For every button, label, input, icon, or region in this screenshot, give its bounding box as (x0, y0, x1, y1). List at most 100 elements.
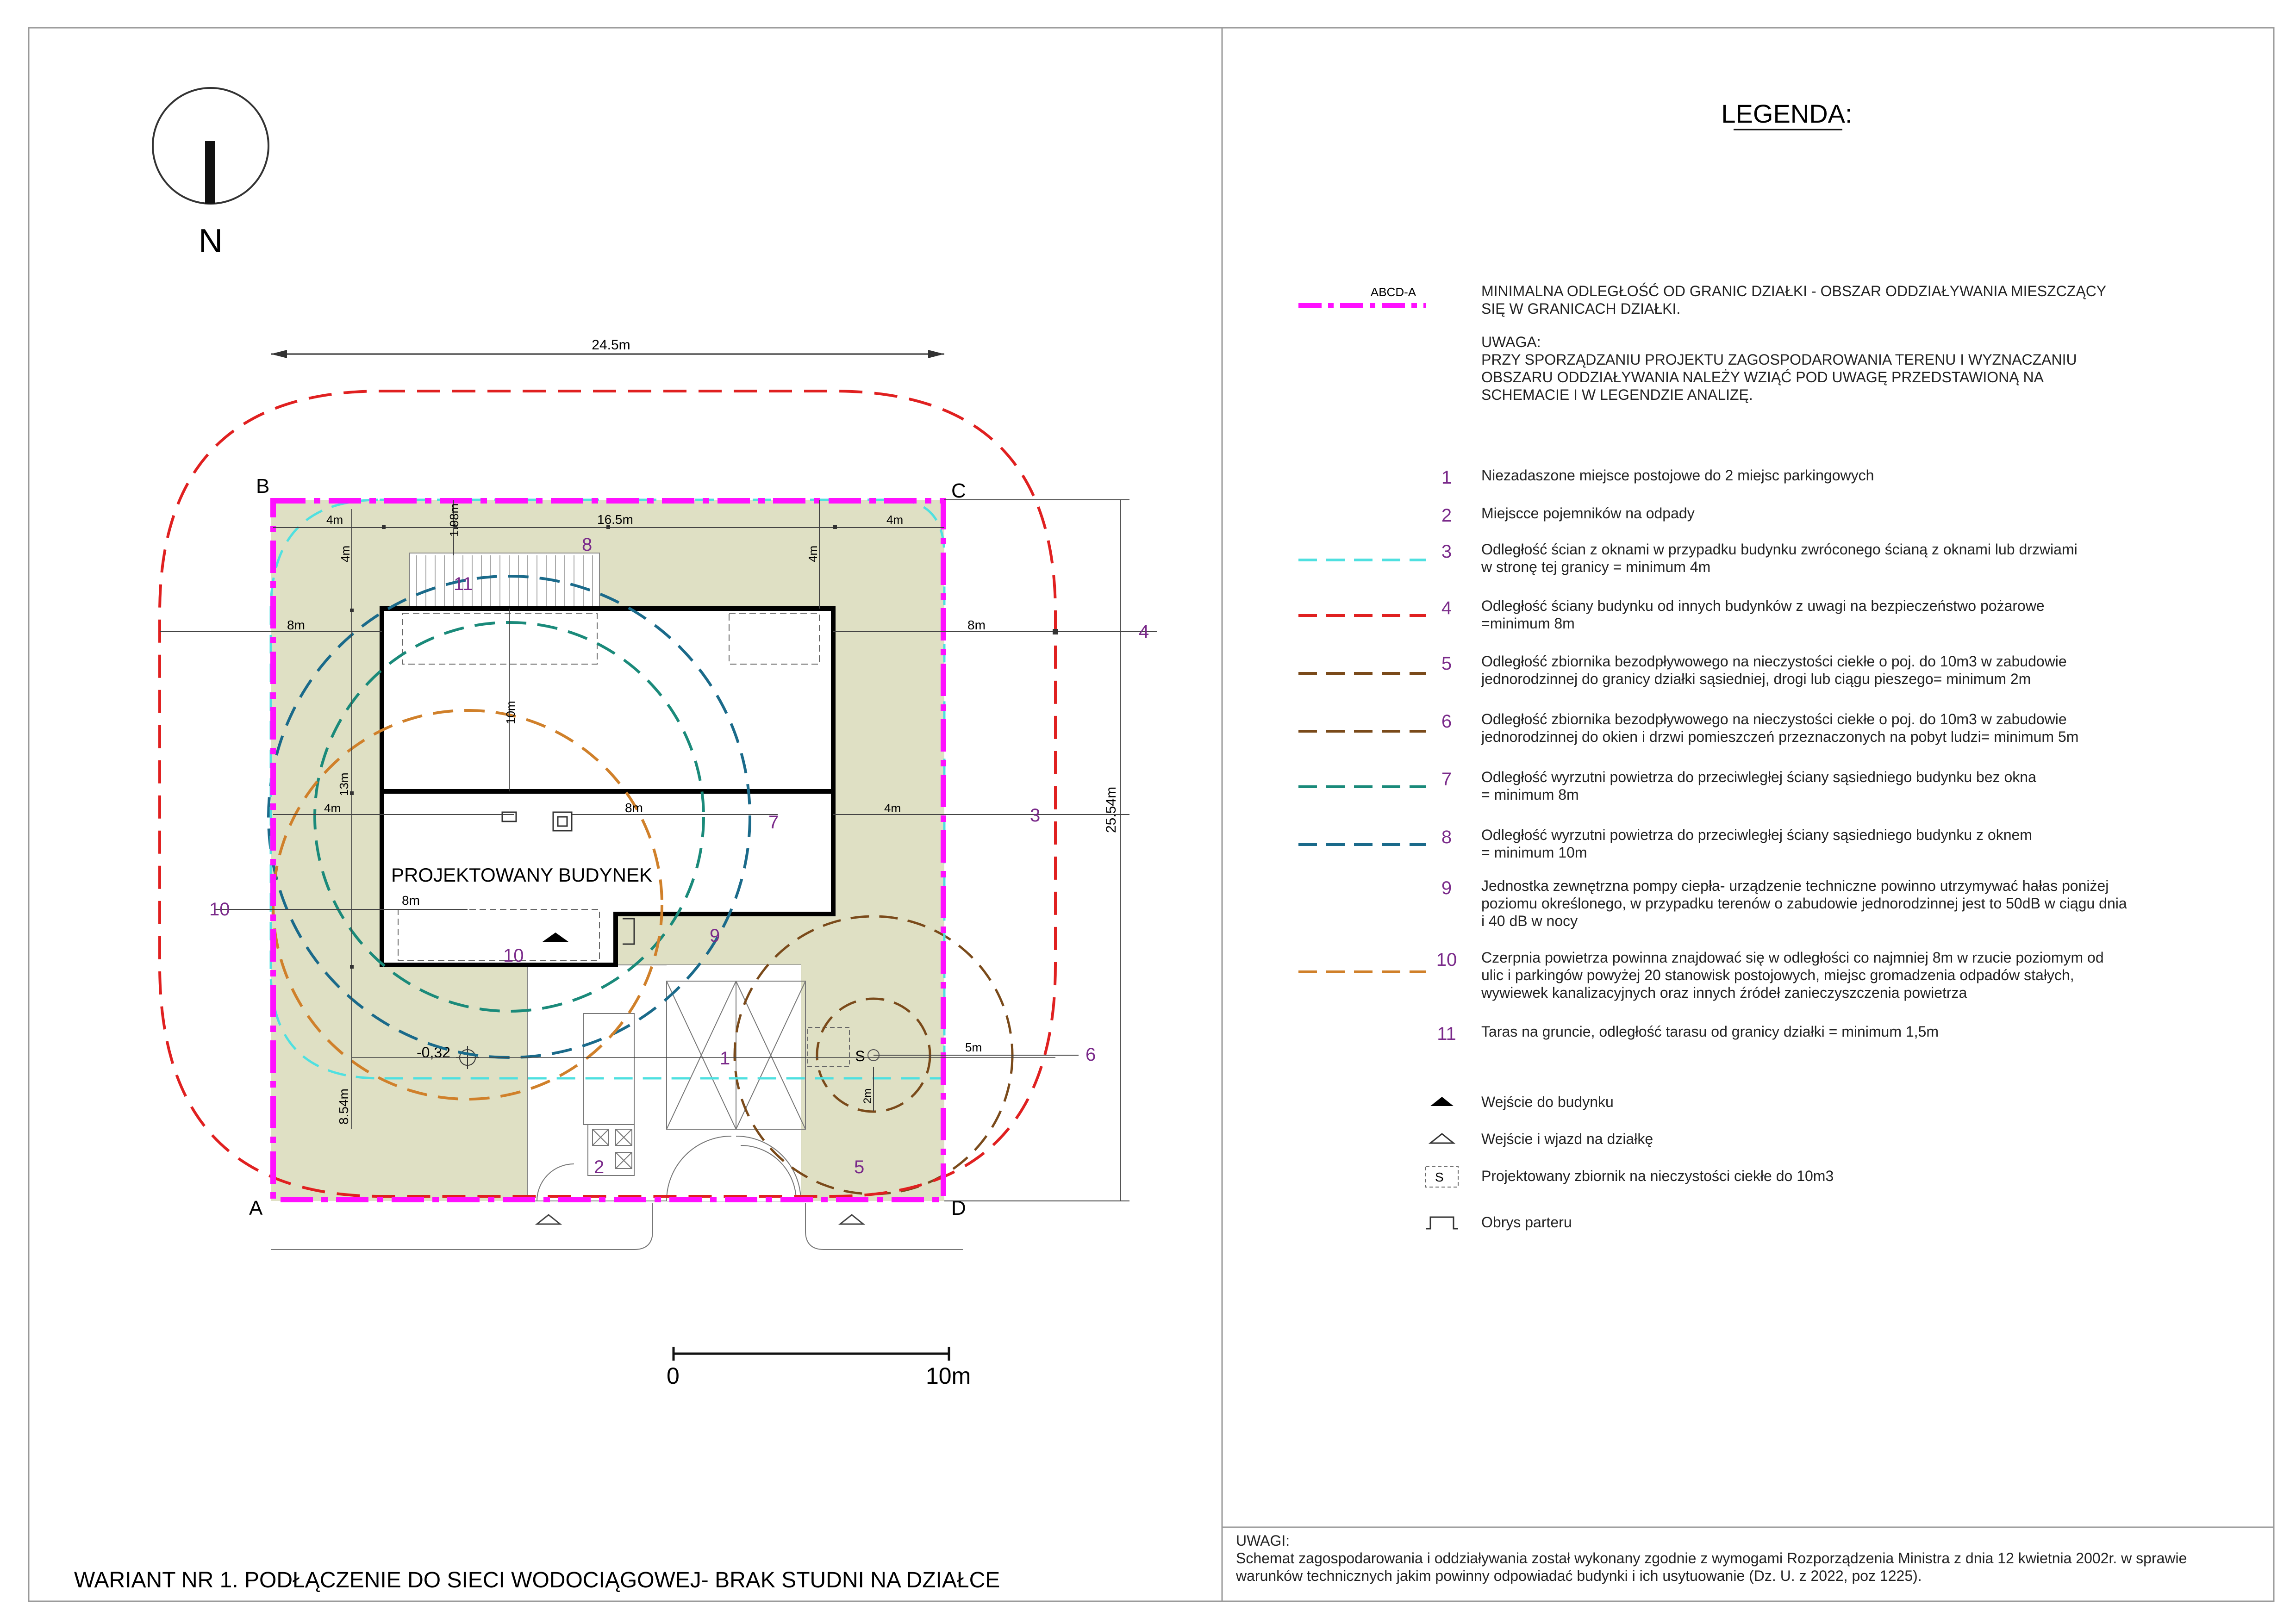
legend-item-line: wywiewek kanalizacyjnych oraz innych źró… (1481, 984, 1967, 1001)
projected-building (380, 606, 836, 967)
legend-item-number: 9 (1441, 878, 1452, 898)
dim-165: 16.5m (597, 512, 633, 527)
building-entrance-icon (543, 933, 568, 942)
legend-symbol-text: Wejście do budynku (1481, 1094, 1614, 1110)
dim-right-8m: 8m (967, 618, 986, 632)
legend-item-text: Odległość wyrzutni powietrza do przeciwl… (1481, 826, 2032, 861)
dim-left-8m: 8m (287, 618, 305, 632)
legend-item-line: Odległość zbiornika bezodpływowego na ni… (1481, 711, 2067, 728)
marker-8: 8 (582, 535, 592, 555)
legend-item-line: i 40 dB w nocy (1481, 913, 1578, 929)
north-arrow-icon (152, 87, 269, 205)
legend-item-text: Odległość ścian z oknami w przypadku bud… (1481, 541, 2078, 576)
scale-end: 10m (926, 1363, 971, 1389)
dim-overall-height: 25.54m (1104, 787, 1119, 833)
legend-note: UWAGA: PRZY SPORZĄDZANIU PROJEKTU ZAGOSP… (1481, 333, 2077, 404)
legend-boundary-text: MINIMALNA ODLEGŁOŚĆ OD GRANIC DZIAŁKI - … (1481, 282, 2106, 317)
windows-4m-zone (269, 498, 946, 1080)
legend-item-line: Miejscce pojemników na odpady (1481, 505, 1695, 522)
boundary-tag: ABCD-A (1371, 285, 1416, 299)
north-label: N (199, 223, 223, 260)
building-label: PROJEKTOWANY BUDYNEK (391, 864, 652, 886)
corner-c: C (951, 479, 966, 502)
note-line: OBSZARU ODDZIAŁYWANIA NALEŻY WZIĄĆ POD U… (1481, 369, 2044, 386)
legend-item-line: Odległość ścian z oknami w przypadku bud… (1481, 541, 2078, 558)
legend-line-samples (1298, 559, 1426, 973)
scale-start: 0 (667, 1363, 680, 1389)
legend-item-number: 6 (1441, 711, 1452, 732)
plot-entrance-icon (838, 1214, 866, 1225)
outer-frame (28, 27, 2275, 1602)
dim-left-vertical-4m: 4m (338, 546, 352, 562)
plot-entrance-icon (535, 1214, 562, 1225)
boundary-text-line: SIĘ W GRANICACH DZIAŁKI. (1481, 300, 1681, 317)
legend-item-line: Niezadaszone miejsce postojowe do 2 miej… (1481, 467, 1874, 484)
marker-9: 9 (710, 926, 720, 946)
plot-boundary-abcd (270, 498, 946, 1202)
tank-symbol: S (855, 1048, 865, 1064)
dim-bottom-854: 8.54m (337, 1088, 351, 1125)
parking-spaces (666, 981, 806, 1130)
marker-6: 6 (1086, 1045, 1096, 1065)
notes-line: warunków technicznych jakim powinny odpo… (1236, 1567, 1922, 1584)
dim-right-mid-4m: 4m (884, 801, 901, 815)
legend-symbol-text: Obrys parteru (1481, 1214, 1572, 1231)
corner-d: D (951, 1197, 966, 1219)
legend-item-line: jednorodzinnej do granicy działki sąsied… (1481, 671, 2031, 687)
legend-plot-entrance-icon (1428, 1133, 1456, 1144)
legend-item-line: Jednostka zewnętrzna pompy ciepła- urząd… (1481, 877, 2109, 894)
dim-left-13m: 13m (337, 772, 351, 796)
legend-item-number: 11 (1437, 1024, 1456, 1044)
legend-item-line: Taras na gruncie, odległość tarasu od gr… (1481, 1023, 1939, 1040)
legend-item-number: 4 (1441, 598, 1452, 618)
dim-mid-vertical-4m: 4m (806, 546, 820, 562)
marker-10-building: 10 (503, 945, 524, 966)
legend-item-line: Czerpnia powietrza powinna znajdować się… (1481, 949, 2104, 966)
waste-bin-area (583, 1013, 635, 1176)
dim-tank-2m: 2m (861, 1088, 874, 1104)
fire-safety-8m-zone (158, 390, 1057, 1198)
legend-item-number: 8 (1441, 827, 1452, 847)
marker-10-left: 10 (209, 899, 230, 920)
legend-item-line: Odległość ściany budynku od innych budyn… (1481, 597, 2045, 614)
dim-lower-8m: 8m (402, 893, 420, 908)
legend-item-line: ulic i parkingów powyżej 20 stanowisk po… (1481, 967, 2074, 983)
overall-width-label: 24.5m (592, 337, 630, 353)
legend-item-line: Odległość wyrzutni powietrza do przeciwl… (1481, 769, 2036, 785)
legend-item-number: 1 (1441, 467, 1452, 488)
marker-3: 3 (1030, 805, 1040, 826)
marker-1: 1 (720, 1048, 730, 1069)
driveway-area (527, 964, 801, 1201)
corner-b: B (256, 475, 269, 497)
marker-4: 4 (1139, 622, 1149, 642)
legend-item-line: Odległość zbiornika bezodpływowego na ni… (1481, 653, 2067, 670)
plan-markers: 1 2 3 4 5 6 7 8 9 10 10 11 (209, 535, 1149, 1177)
street-edge (271, 1203, 963, 1250)
legend-item-line: =minimum 8m (1481, 615, 1575, 632)
legend-item-line: w stronę tej granicy = minimum 4m (1481, 559, 1711, 575)
marker-2: 2 (594, 1157, 604, 1177)
legend-item-number: 7 (1441, 769, 1452, 790)
variant-title: WARIANT NR 1. PODŁĄCZENIE DO SIECI WODOC… (74, 1568, 1000, 1592)
legend-item-number: 10 (1436, 950, 1457, 970)
legend-ground-floor-outline-icon (1426, 1216, 1458, 1230)
notes-line: Schemat zagospodarowania i oddziaływania… (1236, 1550, 2187, 1567)
marker-5: 5 (854, 1157, 864, 1177)
legend-item-line: poziomu określonego, w przypadku terenów… (1481, 895, 2127, 912)
corner-a: A (249, 1197, 263, 1219)
legend-item-number: 3 (1441, 541, 1452, 562)
dim-left-mid-4m: 4m (324, 801, 341, 815)
legend-symbol-text: Projektowany zbiornik na nieczystości ci… (1481, 1168, 1834, 1184)
legend-title: LEGENDA: (1721, 99, 1852, 128)
level-mark-label: -0,32 (417, 1044, 450, 1061)
gate-arcs (537, 1136, 801, 1201)
legend-item-line: jednorodzinnej do okien i drzwi pomieszc… (1481, 728, 2079, 745)
heat-pump-unit-icon (623, 918, 635, 945)
boundary-text-line: MINIMALNA ODLEGŁOŚĆ OD GRANIC DZIAŁKI - … (1481, 283, 2107, 299)
dim-top-left-4m: 4m (326, 513, 343, 527)
legend-item-line: = minimum 10m (1481, 844, 1587, 861)
note-line: UWAGA: (1481, 334, 1541, 350)
notes-block: UWAGI: Schemat zagospodarowania i oddzia… (1236, 1532, 2187, 1585)
overall-width-dimension (271, 350, 944, 358)
